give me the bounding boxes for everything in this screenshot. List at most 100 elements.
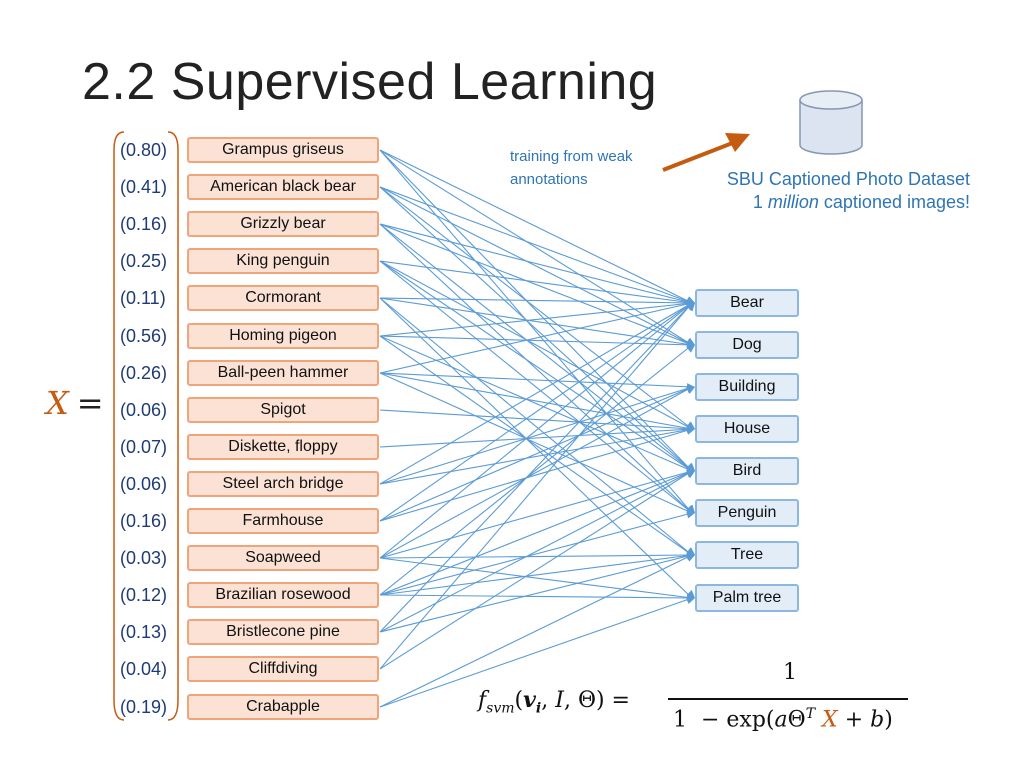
formula-fraction-bar: [668, 698, 908, 700]
concept-label-edge: [379, 297, 693, 346]
label-box: Palm tree: [695, 584, 799, 612]
formula-denominator: 1 − exp(aΘT X + b): [673, 706, 893, 733]
label-box: Building: [695, 373, 799, 401]
dataset-caption: SBU Captioned Photo Dataset 1 million ca…: [727, 168, 970, 214]
equals-sign: =: [76, 384, 104, 422]
concept-score: (0.03): [120, 548, 168, 568]
concept-label-edge: [379, 386, 693, 522]
concept-box: Ball-peen hammer: [187, 360, 379, 386]
concept-label-edge: [379, 372, 693, 430]
edge-arrowhead: [686, 555, 695, 562]
concept-label-edge: [379, 302, 693, 559]
arrow-head: [725, 133, 750, 152]
concept-label-edge: [379, 302, 693, 337]
concept-label-edge: [379, 260, 693, 514]
concept-score: (0.04): [120, 659, 168, 679]
concept-label-edge: [379, 223, 693, 346]
concept-box: Brazilian rosewood: [187, 582, 379, 608]
concept-label-edge: [379, 186, 693, 304]
concept-box: Homing pigeon: [187, 323, 379, 349]
concept-score: (0.25): [120, 251, 168, 271]
concept-score: (0.56): [120, 326, 168, 346]
concept-score: (0.19): [120, 697, 168, 717]
concept-score: (0.07): [120, 437, 168, 457]
concept-box: Grizzly bear: [187, 211, 379, 237]
concept-label-edge: [379, 470, 693, 633]
label-box: Tree: [695, 541, 799, 569]
concept-box: King penguin: [187, 248, 379, 274]
edge-arrowhead: [686, 387, 695, 394]
concept-label-edge: [379, 597, 693, 708]
concept-label-edge: [379, 594, 693, 599]
concept-score: (0.13): [120, 622, 168, 642]
concept-label-edge: [379, 428, 693, 485]
slide-title: 2.2 Supervised Learning: [82, 53, 658, 111]
edge-arrowhead: [686, 471, 695, 479]
concept-label-edge: [379, 223, 693, 514]
weak-note-line1: training from weak: [510, 148, 633, 165]
database-icon: [799, 90, 863, 155]
concept-label-edge: [379, 149, 693, 514]
concept-label-edge: [379, 223, 693, 472]
concept-label-edge: [379, 512, 693, 596]
concept-label-edge: [379, 409, 693, 430]
right-bracket: [167, 131, 179, 721]
concept-label-edge: [379, 335, 693, 472]
concept-score: (0.16): [120, 511, 168, 531]
concept-box: Cormorant: [187, 285, 379, 311]
concept-label-edge: [379, 554, 693, 559]
edge-arrowhead: [686, 427, 695, 435]
dataset-name: SBU Captioned Photo Dataset: [726, 169, 970, 189]
concept-box: Farmhouse: [187, 508, 379, 534]
concept-label-edge: [379, 302, 693, 670]
concept-label-edge: [379, 260, 693, 472]
concept-label-edge: [379, 470, 693, 596]
concept-label-edge: [379, 260, 693, 304]
concept-score: (0.11): [120, 288, 166, 308]
edge-arrowhead: [686, 464, 695, 472]
edge-arrowhead: [686, 506, 695, 513]
concept-score: (0.41): [120, 177, 168, 197]
label-box: Penguin: [695, 499, 799, 527]
concept-label-edge: [379, 372, 693, 388]
concept-label-edge: [379, 554, 693, 708]
concept-box: Grampus griseus: [187, 137, 379, 163]
concept-label-edge: [379, 470, 693, 670]
concept-score: (0.06): [120, 400, 168, 420]
formula-numerator: 1: [783, 660, 797, 685]
concept-label-edge: [379, 186, 693, 430]
concept-box: American black bear: [187, 174, 379, 200]
edge-arrowhead: [686, 341, 695, 349]
concept-label-edge: [379, 297, 693, 599]
formula-lhs: fsvm(vi, I, Θ) =: [478, 687, 630, 717]
concept-label-edge: [379, 302, 693, 522]
concept-score: (0.26): [120, 363, 168, 383]
label-box: House: [695, 415, 799, 443]
concept-label-edge: [379, 386, 693, 485]
concept-label-edge: [379, 297, 693, 304]
concept-label-edge: [379, 302, 693, 485]
concept-score: (0.80): [120, 140, 168, 160]
concept-label-edge: [379, 470, 693, 559]
edge-arrowhead: [686, 511, 695, 519]
concept-label-edge: [379, 186, 693, 472]
concept-label-edge: [379, 302, 693, 374]
label-box: Bird: [695, 457, 799, 485]
label-box: Bear: [695, 289, 799, 317]
concept-label-edge: [379, 302, 693, 633]
concept-score: (0.06): [120, 474, 168, 494]
concept-label-edge: [379, 149, 693, 472]
concept-label-edge: [379, 186, 693, 346]
dataset-size: 1 million captioned images!: [727, 191, 970, 214]
concept-box: Diskette, floppy: [187, 434, 379, 460]
concept-label-edge: [379, 223, 693, 304]
edge-arrowhead: [686, 345, 695, 353]
concept-label-edge: [379, 428, 693, 522]
weak-annotation-note: training from weak annotations: [510, 145, 633, 191]
concept-box: Bristlecone pine: [187, 619, 379, 645]
concept-box: Spigot: [187, 397, 379, 423]
dataset-size-prefix: 1: [752, 192, 768, 212]
concept-label-edge: [379, 335, 693, 346]
arrow-shaft: [662, 140, 736, 172]
